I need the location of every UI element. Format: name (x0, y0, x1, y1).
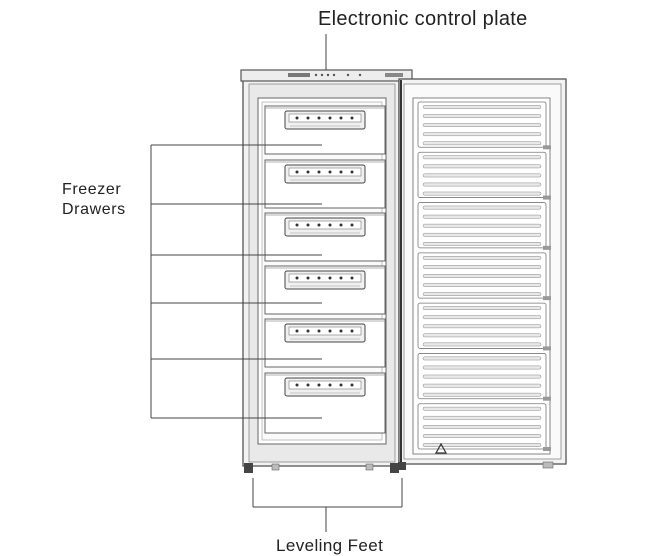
door-shelf (417, 403, 551, 451)
door-shelf (417, 101, 551, 150)
freezer-drawer (264, 372, 386, 434)
freezer-drawer (264, 159, 386, 209)
electronic-control-plate (240, 69, 413, 82)
leveling-feet-label: Leveling Feet (276, 536, 384, 555)
freezer-drawers (264, 105, 386, 434)
freezer-drawers-label-line2: Drawers (62, 201, 126, 218)
freezer-drawer (264, 318, 386, 368)
freezer-drawer (264, 265, 386, 315)
leveling-feet (244, 461, 554, 473)
warning-triangle-icon (434, 442, 448, 454)
freezer-drawer (264, 212, 386, 262)
door-shelves (417, 101, 551, 451)
door-shelf (417, 202, 551, 250)
leveling-feet-callout (252, 478, 403, 532)
door-shelf (417, 302, 551, 351)
door-shelf (417, 353, 551, 401)
freezer-drawer (264, 105, 386, 155)
door-shelf (417, 252, 551, 301)
door-shelf (417, 151, 551, 200)
electronic-control-plate-label: Electronic control plate (318, 8, 528, 30)
freezer-drawers-label: Freezer Drawers (62, 180, 126, 220)
freezer-drawers-callout (150, 144, 322, 419)
freezer-drawers-label-line1: Freezer (62, 181, 122, 198)
